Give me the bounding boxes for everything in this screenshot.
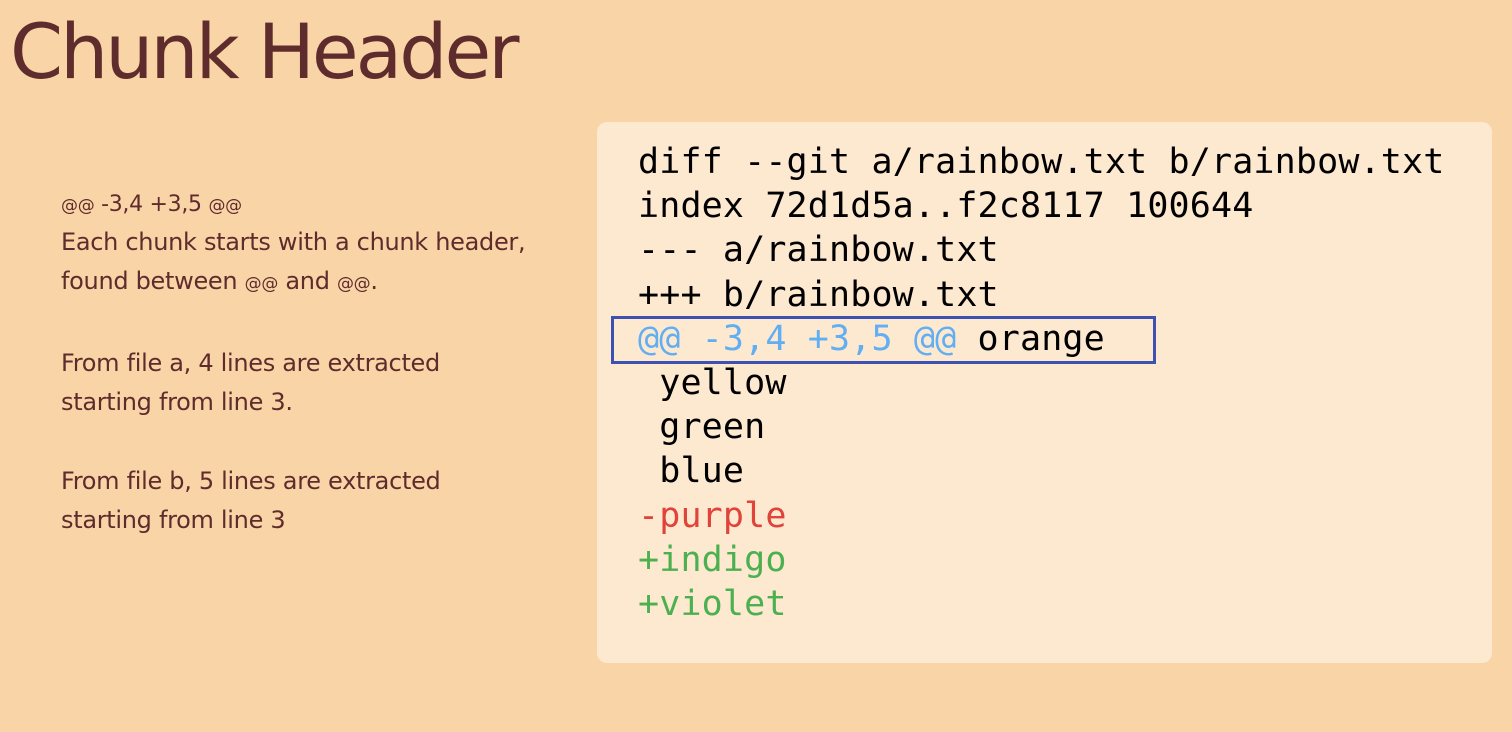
file-b-description: From file b, 5 lines are extracted start… (61, 467, 441, 534)
chunk-header-description: Each chunk starts with a chunk header, f… (61, 228, 526, 295)
slide-title: Chunk Header (10, 7, 519, 96)
context-line: yellow (638, 362, 787, 403)
at-marker-close: @@ (208, 196, 242, 216)
diff-header-line: diff --git a/rainbow.txt b/rainbow.txt (638, 142, 1445, 182)
hunk-header-line: @@ -3,4 +3,5 @@ orange (638, 317, 1444, 361)
new-file-line: +++ b/rainbow.txt (638, 274, 999, 315)
context-line: green (638, 407, 766, 448)
index-line: index 72d1d5a..f2c8117 100644 (638, 186, 1254, 227)
hunk-range: @@ -3,4 +3,5 @@ (638, 318, 957, 359)
at-marker: @@ (244, 274, 279, 294)
context-line: blue (638, 451, 745, 492)
chunk-header-range: -3,4 +3,5 (94, 192, 209, 217)
explanation-text: @@ -3,4 +3,5 @@ Each chunk starts with a… (61, 188, 531, 540)
hunk-context: orange (956, 318, 1105, 359)
at-marker-open: @@ (61, 196, 95, 216)
chunk-header-example: @@ -3,4 +3,5 @@ (61, 188, 531, 223)
removed-line: -purple (638, 495, 787, 536)
added-line: +violet (638, 583, 787, 624)
at-marker: @@ (336, 274, 371, 294)
file-a-description: From file a, 4 lines are extracted start… (61, 349, 440, 416)
added-line: +indigo (638, 539, 787, 580)
old-file-line: --- a/rainbow.txt (638, 230, 999, 271)
